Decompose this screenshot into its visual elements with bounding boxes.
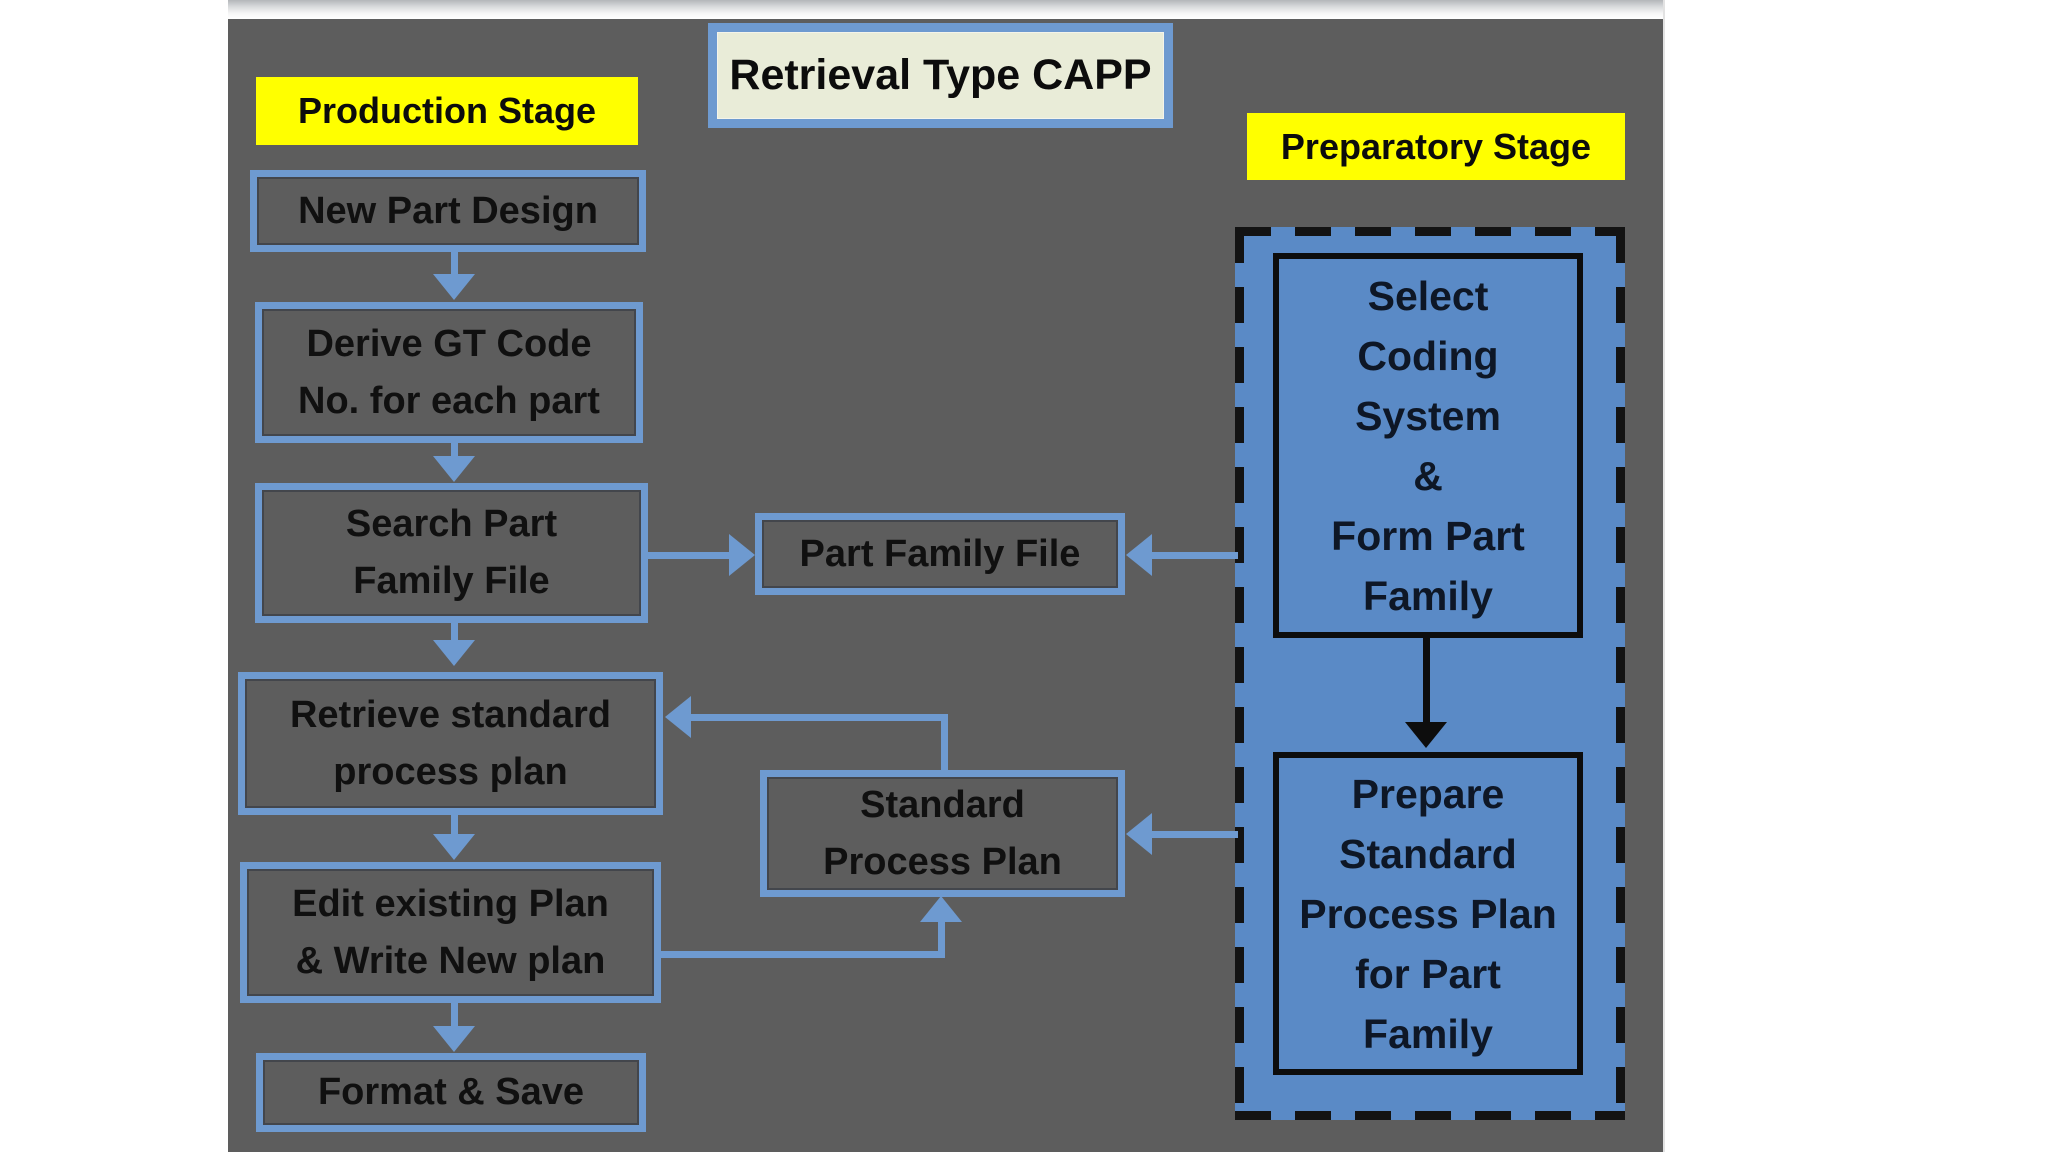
arrowhead-stdplan-retrieve: [665, 696, 691, 738]
arrowhead-search-partfamily: [729, 534, 755, 576]
arrowhead-select-prepare: [1405, 722, 1447, 748]
dashed-border-bottom: [1235, 1111, 1625, 1120]
connector-retrieve-edit: [451, 815, 458, 836]
connector-stdplan-retrieve-h: [691, 714, 948, 721]
node-label: Derive GT Code No. for each part: [298, 322, 600, 422]
connector-edit-stdplan-h: [661, 951, 945, 958]
node-select-coding-system: Select Coding System & Form Part Family: [1273, 253, 1583, 638]
arrowhead-derive-search: [433, 456, 475, 482]
connector-select-prepare: [1423, 638, 1430, 726]
node-label: Search Part Family File: [345, 503, 558, 602]
node-prepare-standard-plan: Prepare Standard Process Plan for Part F…: [1273, 752, 1583, 1075]
arrowhead-select-partfamily: [1126, 534, 1152, 576]
connector-edit-stdplan-v: [938, 921, 945, 958]
connector-derive-search: [451, 443, 458, 458]
connector-edit-format: [451, 1003, 458, 1028]
connector-search-retrieve: [451, 623, 458, 642]
node-label: Part Family File: [799, 532, 1081, 575]
dashed-border-left: [1235, 227, 1244, 1120]
node-label: Prepare Standard Process Plan for Part F…: [1299, 770, 1557, 1057]
title-box: Retrieval Type CAPP: [708, 23, 1173, 128]
connector-search-partfamily: [648, 552, 729, 559]
page-title: Retrieval Type CAPP: [717, 32, 1164, 119]
arrowhead-newpart-derive: [433, 274, 475, 300]
arrowhead-retrieve-edit: [433, 834, 475, 860]
node-derive-gt-code: Derive GT Code No. for each part: [255, 302, 643, 443]
connector-select-partfamily: [1152, 552, 1238, 559]
viewer-toolbar-strip: [228, 0, 1663, 19]
arrowhead-edit-stdplan: [920, 896, 962, 922]
connector-newpart-derive: [451, 252, 458, 276]
node-label: New Part Design: [298, 189, 598, 232]
node-standard-process-plan: Standard Process Plan: [760, 770, 1125, 897]
node-label: Retrieve standard process plan: [289, 693, 611, 793]
connector-stdplan-retrieve-v: [941, 714, 948, 770]
production-stage-label: Production Stage: [256, 77, 638, 145]
node-search-part-family-file: Search Part Family File: [255, 483, 648, 623]
arrowhead-edit-format: [433, 1026, 475, 1052]
node-label: Select Coding System & Form Part Family: [1331, 272, 1525, 619]
node-format-save: Format & Save: [256, 1053, 646, 1132]
node-part-family-file: Part Family File: [755, 513, 1125, 595]
preparatory-container: [1235, 227, 1625, 1120]
node-label: Format & Save: [317, 1071, 585, 1113]
node-label: Edit existing Plan & Write New plan: [292, 882, 609, 982]
node-retrieve-standard-plan: Retrieve standard process plan: [238, 672, 663, 815]
slide-right-edge: [1663, 0, 1665, 1152]
dashed-border-right: [1616, 227, 1625, 1120]
node-edit-existing-plan: Edit existing Plan & Write New plan: [240, 862, 661, 1003]
connector-prepare-stdplan: [1152, 831, 1238, 838]
dashed-border-top: [1235, 227, 1625, 236]
node-new-part-design: New Part Design: [250, 170, 646, 252]
arrowhead-prepare-stdplan: [1126, 813, 1152, 855]
node-label: Standard Process Plan: [823, 783, 1062, 883]
preparatory-stage-label: Preparatory Stage: [1247, 113, 1625, 180]
arrowhead-search-retrieve: [433, 640, 475, 666]
